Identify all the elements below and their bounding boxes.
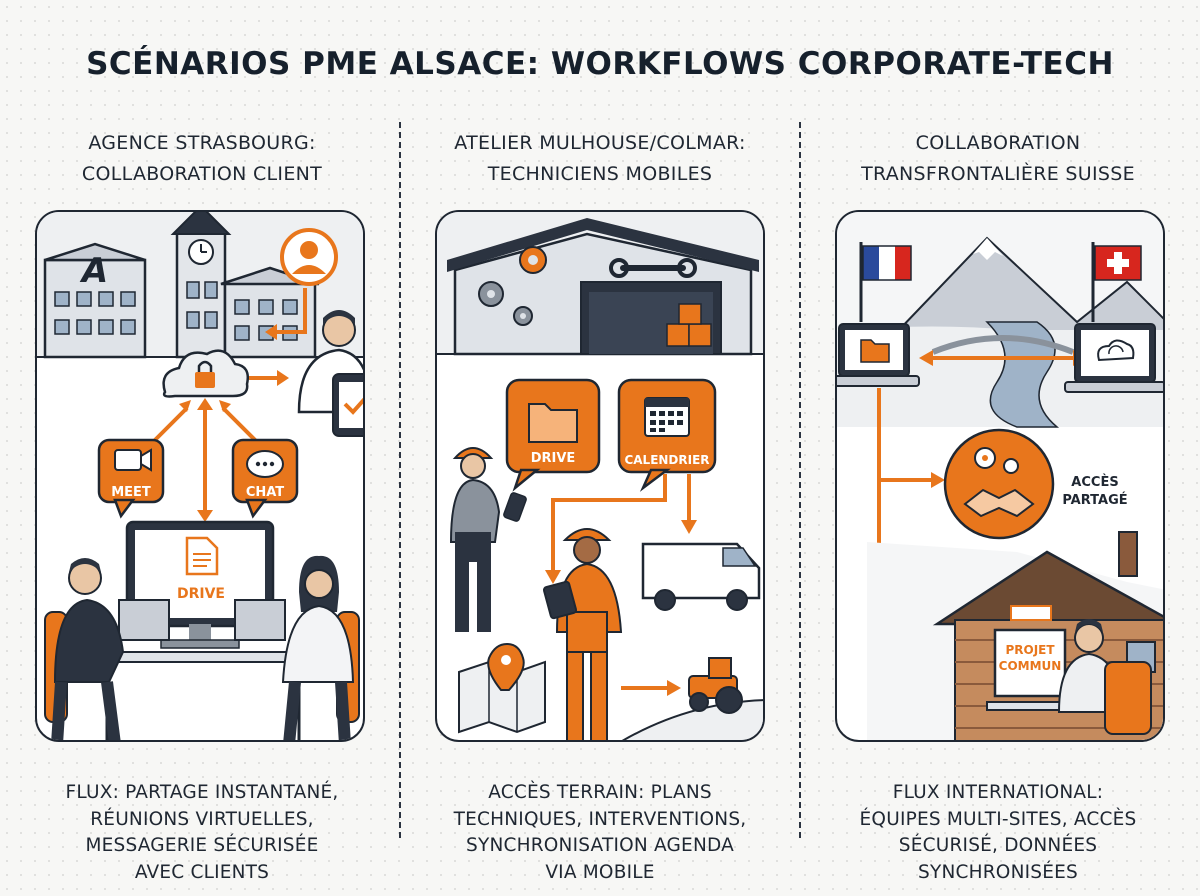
- gear-icon-5: [1003, 458, 1019, 474]
- meet-label: MEET: [111, 485, 151, 500]
- user-profile-icon: [280, 228, 338, 286]
- technician-center-icon: [555, 528, 623, 740]
- gear-icon: [519, 246, 547, 274]
- access-label-line-1: ACCÈS: [1071, 474, 1118, 490]
- column-1-title-line-1: AGENCE STRASBOURG:: [88, 132, 316, 154]
- column-2-title-line-2: TECHNICIENS MOBILES: [487, 163, 713, 185]
- meet-bubble: [97, 438, 165, 519]
- column-1-title: AGENCE STRASBOURG: COLLABORATION CLIENT: [12, 128, 392, 190]
- drive-label-2: DRIVE: [531, 451, 576, 466]
- wrench-icon: [609, 258, 697, 278]
- handshake-icon: [963, 488, 1035, 518]
- column-1-desc-line-2: RÉUNIONS VIRTUELLES,: [90, 808, 314, 830]
- video-camera-icon: [114, 449, 142, 471]
- gear-icon-3: [513, 306, 533, 326]
- employee-woman-icon: [281, 555, 360, 740]
- project-label-line-2: COMMUN: [999, 659, 1062, 673]
- column-3-desc-line-2: ÉQUIPES MULTI-SITES, ACCÈS: [859, 808, 1137, 830]
- column-1-desc-line-3: MESSAGERIE SÉCURISÉE: [85, 835, 319, 856]
- column-1-description: FLUX: PARTAGE INSTANTANÉ, RÉUNIONS VIRTU…: [7, 780, 397, 886]
- column-divider-2: [799, 122, 801, 838]
- map-pin-icon: [487, 642, 525, 691]
- column-3-desc-line-1: FLUX INTERNATIONAL:: [892, 782, 1104, 803]
- page-title: SCÉNARIOS PME ALSACE: WORKFLOWS CORPORAT…: [86, 46, 1114, 82]
- tractor-icon: [688, 657, 743, 714]
- tablet-icon: [332, 373, 363, 437]
- column-3-title-line-2: TRANSFRONTALIÈRE SUISSE: [861, 163, 1135, 185]
- calendar-label: CALENDRIER: [624, 453, 709, 467]
- drive-bubble: [505, 378, 601, 492]
- calendar-bubble: [617, 378, 717, 492]
- project-label-line-1: PROJET: [1005, 643, 1055, 657]
- calendar-icon: [644, 397, 690, 437]
- project-document: [1010, 605, 1052, 621]
- folder-icon: [528, 403, 578, 443]
- column-2-desc-line-3: SYNCHRONISATION AGENDA: [466, 835, 734, 856]
- strasbourg-panel: A: [35, 210, 365, 742]
- van-icon: [641, 542, 761, 611]
- office-building-icon: [43, 212, 320, 359]
- column-3-desc-line-4: SYNCHRONISÉES: [918, 861, 1078, 883]
- column-1-desc-line-1: FLUX: PARTAGE INSTANTANÉ,: [65, 782, 339, 803]
- column-2-desc-line-2: TECHNIQUES, INTERVENTIONS,: [453, 808, 747, 830]
- switzerland-flag-icon: [1091, 242, 1142, 322]
- column-3-description: FLUX INTERNATIONAL: ÉQUIPES MULTI-SITES,…: [803, 780, 1193, 886]
- gear-icon-2: [478, 281, 504, 307]
- employee-man-icon: [44, 558, 125, 740]
- column-divider-1: [399, 122, 401, 838]
- switzerland-panel: ACCÈS PARTAGÉ PROJET COMMUN: [835, 210, 1165, 742]
- folder-icon-2: [860, 339, 890, 363]
- drive-label: DRIVE: [177, 586, 225, 602]
- tablet-icon-2: [542, 580, 578, 620]
- column-3-desc-line-3: SÉCURISÉ, DONNÉES: [898, 835, 1098, 856]
- technician-left-icon: [449, 447, 501, 632]
- column-1-title-line-2: COLLABORATION CLIENT: [81, 163, 323, 185]
- agency-logo-letter: A: [79, 251, 108, 291]
- laptop-icon-2: [1064, 323, 1163, 393]
- smartphone-icon: [503, 492, 527, 522]
- laptop-icon: [837, 323, 920, 387]
- column-3-title: COLLABORATION TRANSFRONTALIÈRE SUISSE: [808, 128, 1188, 190]
- column-1-desc-line-4: AVEC CLIENTS: [134, 861, 270, 883]
- shared-access-icon: [943, 428, 1055, 540]
- mulhouse-panel: DRIVE CALENDRIER: [435, 210, 765, 742]
- france-flag-icon: [859, 242, 912, 322]
- sync-cloud-icon: [1097, 339, 1135, 362]
- access-label-line-2: PARTAGÉ: [1062, 492, 1127, 508]
- lock-cloud-icon: [162, 349, 249, 398]
- clock-icon: [188, 239, 214, 265]
- column-2-desc-line-4: VIA MOBILE: [545, 861, 655, 883]
- column-2-title: ATELIER MULHOUSE/COLMAR: TECHNICIENS MOB…: [410, 128, 790, 190]
- remote-worker-icon: [1057, 619, 1152, 735]
- chat-label: CHAT: [246, 485, 284, 500]
- column-3-title-line-1: COLLABORATION: [915, 132, 1081, 154]
- chat-bubble: [231, 438, 299, 519]
- column-2-desc-line-1: ACCÈS TERRAIN: PLANS: [488, 782, 712, 803]
- column-2-description: ACCÈS TERRAIN: PLANS TECHNIQUES, INTERVE…: [405, 780, 795, 886]
- document-icon: [185, 536, 219, 576]
- column-2-title-line-1: ATELIER MULHOUSE/COLMAR:: [454, 132, 746, 154]
